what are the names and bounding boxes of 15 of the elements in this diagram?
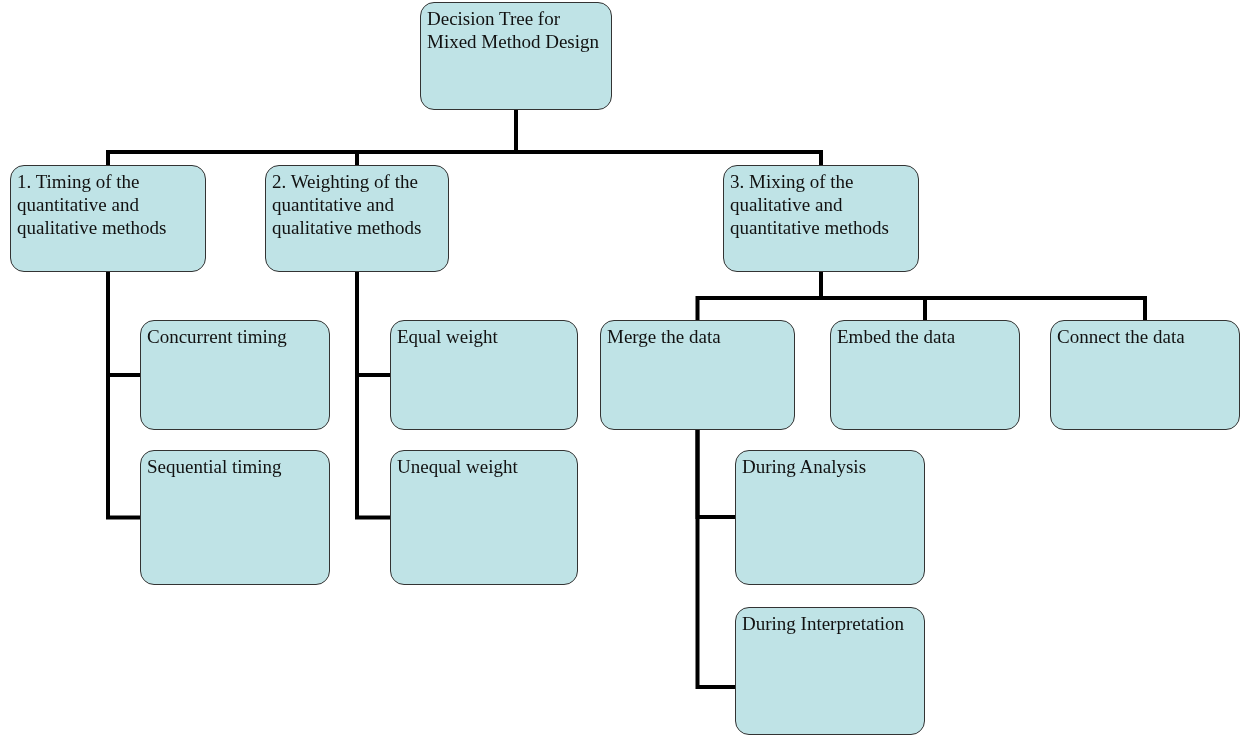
decision-box: During Analysis — [735, 450, 925, 585]
decision-box: 1. Timing of the quantitative and qualitative methods — [10, 165, 206, 272]
decision-box: 3. Mixing of the qualitative and quantitative methods — [723, 165, 919, 272]
decision-box: Merge the data — [600, 320, 795, 430]
decision-box: During Interpretation — [735, 607, 925, 735]
root-box: Decision Tree for Mixed Method Design — [420, 2, 612, 110]
decision-box: Embed the data — [830, 320, 1020, 430]
decision-box: Equal weight — [390, 320, 578, 430]
decision-box: 2. Weighting of the quantitative and qualitative methods — [265, 165, 449, 272]
decision-box: Unequal weight — [390, 450, 578, 585]
connector-line — [695, 430, 735, 689]
decision-box: Connect the data — [1050, 320, 1240, 430]
decision-box: Sequential timing — [140, 450, 330, 585]
decision-box: Concurrent timing — [140, 320, 330, 430]
connector-line — [514, 110, 823, 165]
